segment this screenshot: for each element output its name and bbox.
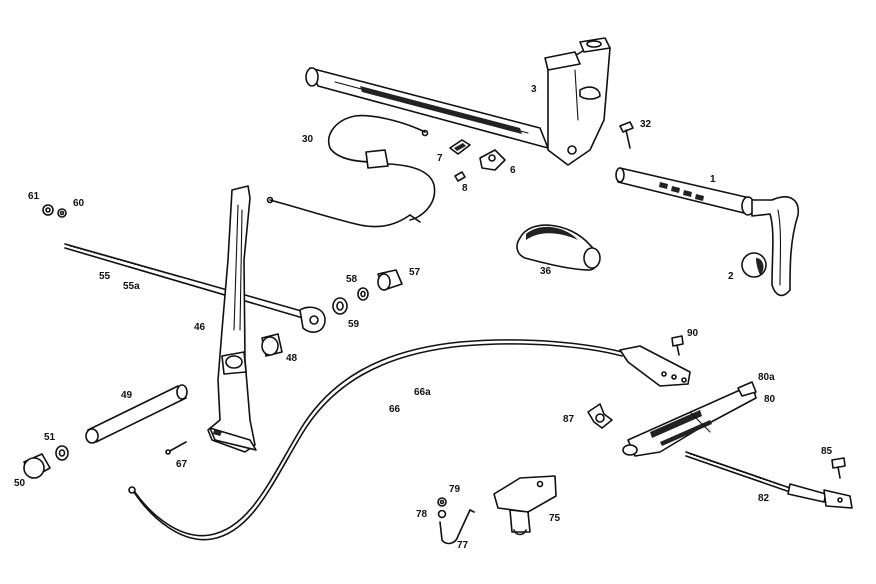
callout-66: 66	[389, 404, 401, 415]
part-75-bracket	[493, 475, 557, 536]
callout-1: 1	[710, 174, 716, 185]
callout-66a: 66a	[414, 387, 431, 398]
part-3-mounting-bracket	[305, 37, 611, 166]
callout-3: 3	[531, 84, 537, 95]
part-80-equalizer	[622, 381, 757, 457]
part-50-cap	[23, 453, 51, 479]
callout-90: 90	[687, 328, 699, 339]
callout-80a: 80a	[758, 372, 775, 383]
callout-61: 61	[28, 191, 40, 202]
part-77-u-bolt	[439, 509, 475, 545]
callout-59: 59	[348, 319, 360, 330]
callout-75: 75	[549, 513, 561, 524]
callout-30: 30	[302, 134, 314, 145]
part-46-lever	[207, 185, 257, 453]
part-60-washer	[57, 208, 67, 218]
callout-57: 57	[409, 267, 421, 278]
part-58-washer	[357, 287, 369, 301]
part-55-rod	[64, 243, 326, 333]
callout-8: 8	[462, 183, 468, 194]
part-49-tube	[85, 384, 188, 444]
part-79-nut	[437, 497, 447, 507]
part-6-bracket	[479, 149, 506, 171]
callout-32: 32	[640, 119, 652, 130]
callout-51: 51	[44, 432, 56, 443]
callout-82: 82	[758, 493, 770, 504]
part-61-nut	[42, 204, 54, 216]
part-1-pull-handle	[615, 167, 799, 297]
part-82-rod	[685, 451, 853, 509]
callout-55a: 55a	[123, 281, 140, 292]
callout-2: 2	[728, 271, 734, 282]
part-59-washer	[332, 297, 348, 315]
callout-55: 55	[99, 271, 111, 282]
callout-58: 58	[346, 274, 358, 285]
part-7-clip	[449, 139, 471, 155]
part-57-nut	[377, 269, 403, 291]
part-48-bushing	[261, 333, 283, 357]
part-78-washer	[437, 509, 447, 519]
part-36-rubber-boot	[516, 224, 601, 271]
callout-49: 49	[121, 390, 133, 401]
callout-79: 79	[449, 484, 461, 495]
callout-36: 36	[540, 266, 552, 277]
callout-78: 78	[416, 509, 428, 520]
part-30-cable	[266, 114, 436, 228]
part-2-knob	[741, 252, 767, 278]
part-51-washer	[55, 445, 69, 461]
callout-48: 48	[286, 353, 298, 364]
part-67-pin	[165, 441, 187, 455]
callout-87: 87	[563, 414, 575, 425]
callout-77: 77	[457, 540, 469, 551]
callout-50: 50	[14, 478, 26, 489]
callout-60: 60	[73, 198, 85, 209]
part-85-bolt	[831, 457, 846, 479]
part-32-screw	[619, 121, 634, 149]
callout-67: 67	[176, 459, 188, 470]
callout-7: 7	[437, 153, 443, 164]
callout-85: 85	[821, 446, 833, 457]
part-90-bolt	[671, 335, 684, 356]
callout-80: 80	[764, 394, 776, 405]
part-87-wing-nut	[587, 403, 613, 429]
callout-labels: 1 2 3 6 7 8 30 32 36 46 48 49 50 51 55 5…	[14, 84, 833, 551]
part-8-pin	[454, 171, 466, 182]
callout-6: 6	[510, 165, 516, 176]
part-66-cable	[128, 339, 691, 541]
callout-46: 46	[194, 322, 206, 333]
